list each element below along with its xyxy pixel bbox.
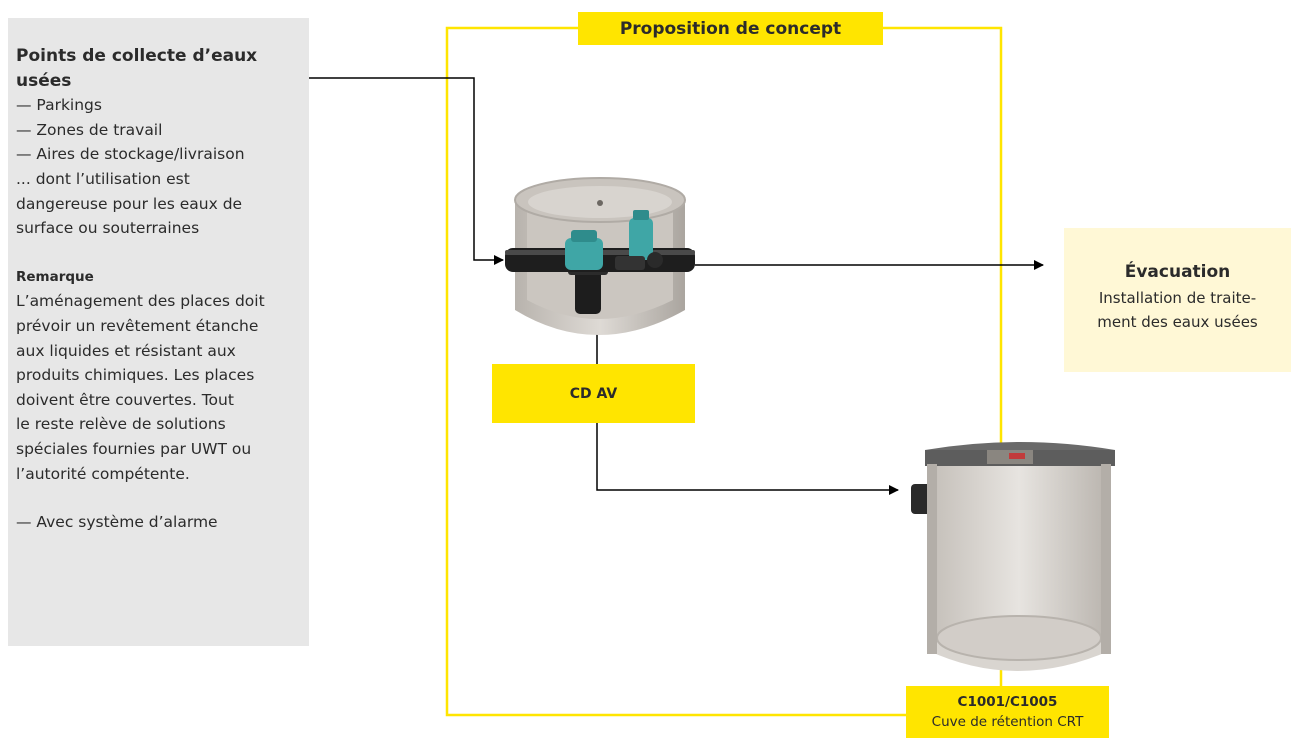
note-line: dangereuse pour les eaux de	[16, 194, 243, 213]
remark-line: L’aménagement des places doit	[16, 292, 265, 311]
note-line: surface ou souterraines	[16, 219, 200, 238]
remark-line: le reste relève de solutions	[16, 415, 226, 434]
evacuation-line: ment des eaux usées	[1097, 313, 1258, 331]
remark-line: l’autorité compétente.	[16, 464, 190, 483]
remark-line: spéciales fournies par UWT ou	[16, 439, 252, 458]
cdav-label: CD AV	[492, 364, 695, 423]
evacuation-line: Installation de traite-	[1098, 289, 1257, 307]
remark-title: Remarque	[16, 268, 94, 285]
cdav-separator-illustration	[505, 177, 695, 335]
retention-tank-illustration	[911, 442, 1115, 671]
heading-line: Points de collecte d’eaux	[16, 46, 258, 66]
evacuation-box: Évacuation Installation de traite- ment …	[1064, 228, 1291, 372]
remark-line: produits chimiques. Les places	[16, 366, 255, 385]
remark-line: doivent être couvertes. Tout	[16, 390, 234, 409]
evacuation-title: Évacuation	[1124, 262, 1231, 282]
panel-heading: Points de collecte d’eaux usées	[16, 44, 301, 93]
remark-line: aux liquides et résistant aux	[16, 341, 236, 360]
note-line: ... dont l’utilisation est	[16, 169, 190, 188]
heading-line: usées	[16, 70, 72, 91]
list-item: — Aires de stockage/livraison	[16, 145, 245, 164]
concept-title: Proposition de concept	[578, 12, 883, 45]
inlet-connector	[309, 77, 504, 265]
list-item: — Parkings	[16, 96, 102, 115]
retention-tank-name: Cuve de rétention CRT	[931, 714, 1084, 730]
collection-points-panel: Points de collecte d’eaux usées — Parkin…	[8, 18, 309, 646]
remark-line: prévoir un revêtement étanche	[16, 316, 259, 335]
retention-tank-label: C1001/C1005 Cuve de rétention CRT	[906, 686, 1109, 738]
retention-tank-code: C1001/C1005	[957, 694, 1058, 710]
retention-connector	[596, 423, 899, 495]
list-item: — Zones de travail	[16, 120, 163, 139]
alarm-item: — Avec système d’alarme	[16, 513, 218, 532]
